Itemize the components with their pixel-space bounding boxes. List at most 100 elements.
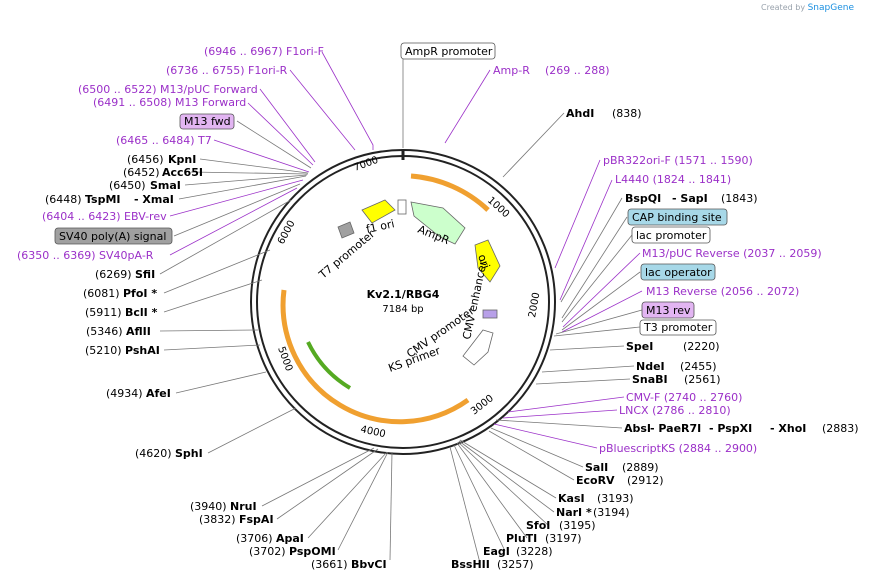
drui-position: (3940) bbox=[190, 500, 227, 513]
m13rev-box bbox=[641, 301, 695, 319]
ampr-arrow bbox=[410, 201, 466, 245]
ahdi-position: (838) bbox=[612, 107, 642, 120]
label-m13-fwd: (6491 .. 6508) M13 Forward bbox=[93, 96, 246, 109]
sali-position: (2889) bbox=[622, 461, 659, 474]
absi-position: (2883) bbox=[822, 422, 859, 435]
backbone-outer bbox=[250, 149, 556, 455]
label-pbluescriptks: pBluescriptKS (2884 .. 2900) bbox=[599, 442, 757, 455]
leader-bspqi bbox=[560, 197, 623, 303]
arc-green bbox=[306, 341, 352, 390]
leader-f1ori-r bbox=[289, 69, 356, 151]
tick-4000: 4000 bbox=[359, 424, 386, 440]
pluti-position: (3197) bbox=[545, 532, 582, 545]
smai-position: (6450) bbox=[109, 179, 146, 192]
arc-kv21-orange bbox=[280, 289, 470, 425]
leader-bcli bbox=[163, 279, 263, 313]
ampr-promoter-mark bbox=[397, 199, 407, 215]
nari-position: (3194) bbox=[593, 506, 630, 519]
leader-sv40pa-box bbox=[173, 183, 301, 237]
cmv-enhancer-label: CMV enhancer bbox=[460, 259, 489, 340]
leader-spei bbox=[549, 345, 625, 351]
xhoi-label: - XhoI bbox=[770, 422, 806, 435]
paer7i-label: - PaeR7I bbox=[650, 422, 701, 435]
ndei-label: NdeI bbox=[636, 360, 665, 373]
label-f1ori-r: (6736 .. 6755) F1ori-R bbox=[166, 64, 288, 77]
pshai-label: PshAI bbox=[125, 344, 160, 357]
m13fwd-box bbox=[179, 113, 235, 130]
label-t3promoter: T3 promoter bbox=[643, 321, 713, 334]
leader-apai bbox=[307, 451, 388, 539]
leader-eagi bbox=[453, 444, 506, 552]
plasmid-size: 7184 bp bbox=[382, 304, 423, 315]
t3promoter-box bbox=[639, 319, 717, 336]
credit-prefix: Created by bbox=[761, 3, 806, 12]
leader-m13rev-box bbox=[555, 309, 643, 335]
cap-box bbox=[627, 208, 728, 226]
leader-kpni bbox=[199, 158, 309, 174]
arc-ampr-orange bbox=[410, 173, 490, 212]
label-t7: (6465 .. 6484) T7 bbox=[116, 134, 212, 147]
plasmid-name: Kv2.1/RBG4 bbox=[367, 288, 440, 301]
label-m13fwd-box: M13 fwd bbox=[184, 115, 231, 128]
leader-sphi bbox=[207, 407, 297, 454]
spei-label: SpeI bbox=[626, 340, 653, 353]
leader-sfoi bbox=[457, 441, 549, 526]
snapgene-brand: SnapGene bbox=[807, 3, 854, 13]
leader-pspomi bbox=[337, 451, 389, 551]
fspai-label: FspAI bbox=[239, 513, 274, 526]
ecorv-label: EcoRV bbox=[576, 474, 615, 487]
bcli-position: (5911) bbox=[85, 306, 122, 319]
pshai-position: (5210) bbox=[85, 344, 122, 357]
leader-acc65i bbox=[190, 171, 309, 175]
aflii-label: AflII bbox=[126, 325, 151, 338]
leader-sfii bbox=[159, 199, 292, 275]
acc65i-label: Acc65I bbox=[162, 166, 203, 179]
absi-label: AbsI bbox=[624, 422, 651, 435]
pspxi-label: - PspXI bbox=[709, 422, 752, 435]
leader-nari bbox=[458, 440, 555, 513]
label-lncx: LNCX (2786 .. 2810) bbox=[619, 404, 731, 417]
label-f1ori-f: (6946 .. 6967) F1ori-F bbox=[204, 45, 324, 58]
snabi-label: SnaBI bbox=[632, 373, 668, 386]
mcs-mark bbox=[482, 309, 498, 319]
leader-t7 bbox=[213, 139, 310, 173]
lacoperator-box bbox=[640, 263, 716, 281]
sapi-label: - SapI bbox=[672, 192, 708, 205]
tick-2000: 2000 bbox=[527, 292, 542, 319]
label-ebvrev: (6404 .. 6423) EBV-rev bbox=[42, 210, 167, 223]
leader-cmvf bbox=[507, 396, 625, 413]
label-m13puc-fwd: (6500 .. 6522) M13/pUC Forward bbox=[78, 83, 258, 96]
leader-amp-r bbox=[444, 69, 491, 144]
nari-label: NarI * bbox=[556, 506, 592, 519]
label-cap: CAP binding site bbox=[632, 211, 722, 224]
ecorv-position: (2912) bbox=[627, 474, 664, 487]
leader-bbvci bbox=[389, 451, 393, 561]
smai-label: SmaI bbox=[150, 179, 181, 192]
afei-position: (4934) bbox=[106, 387, 143, 400]
leader-sali bbox=[490, 427, 584, 468]
bspqi-label: BspQI bbox=[625, 192, 661, 205]
leader-smai bbox=[184, 174, 308, 186]
label-amp-r-range: (269 .. 288) bbox=[545, 64, 610, 77]
leader-m13puc-rev bbox=[562, 252, 641, 328]
pfoi-position: (6081) bbox=[83, 287, 120, 300]
tspmi-position: (6448) bbox=[45, 193, 82, 206]
label-sv40pa-r: (6350 .. 6369) SV40pA-R bbox=[17, 249, 154, 262]
leader-xmai bbox=[178, 175, 307, 200]
bsshii-position: (3257) bbox=[497, 558, 534, 571]
label-m13rev-box: M13 rev bbox=[646, 304, 691, 317]
label-pbr322ori-f: pBR322ori-F (1571 .. 1590) bbox=[603, 154, 753, 167]
leader-t3 bbox=[553, 326, 641, 337]
bsshii-label: BssHII bbox=[451, 558, 490, 571]
label-l4440: L4440 (1824 .. 1841) bbox=[615, 173, 731, 186]
label-lacpromoter: lac promoter bbox=[636, 229, 707, 242]
spei-position: (2220) bbox=[683, 340, 720, 353]
label-sv40polya-box: SV40 poly(A) signal bbox=[59, 230, 166, 243]
sali-label: SalI bbox=[585, 461, 608, 474]
eagi-label: EagI bbox=[483, 545, 510, 558]
bbvci-label: BbvCI bbox=[351, 558, 387, 571]
snapgene-credit: Created by SnapGene bbox=[761, 3, 854, 13]
leader-lacpromoter bbox=[561, 234, 633, 323]
snabi-position: (2561) bbox=[684, 373, 721, 386]
